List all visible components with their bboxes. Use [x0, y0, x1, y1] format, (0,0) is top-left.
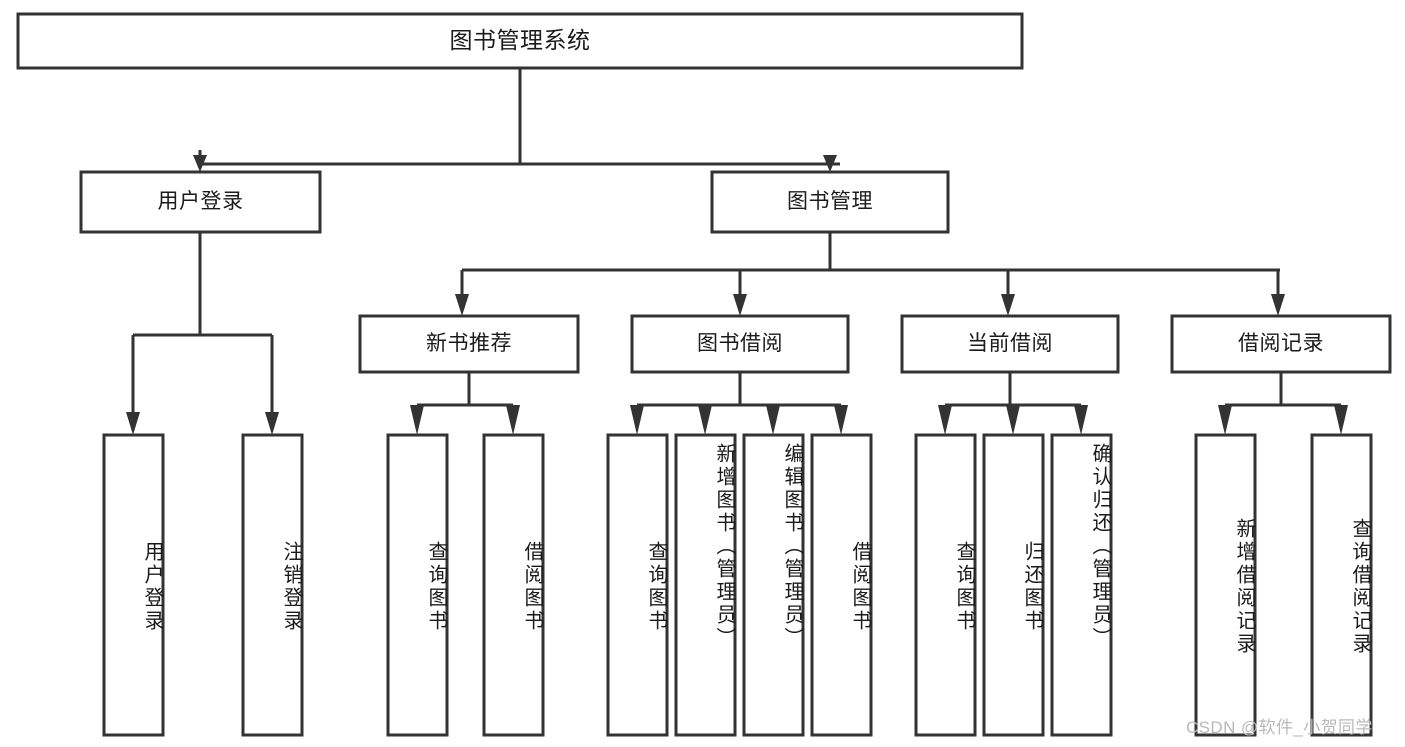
node-box-leaf-query-book-3: [914, 433, 977, 737]
node-root[interactable]: [18, 14, 1022, 68]
connector-layer: [126, 68, 1348, 435]
node-book-manage[interactable]: [712, 172, 948, 232]
node-borrow-record[interactable]: [1172, 316, 1390, 372]
node-box-leaf-user-login: [102, 433, 165, 737]
arrowhead-to-leaf-user-logout: [265, 412, 279, 435]
node-box-borrow-record: [1170, 314, 1392, 374]
arrowhead-to-leaf-edit-book: [766, 405, 780, 435]
node-new-book-recommend[interactable]: [360, 316, 578, 372]
node-box-new-book-recommend: [358, 314, 580, 374]
arrowhead-to-leaf-borrow-book-2: [834, 405, 848, 435]
node-leaf-query-record[interactable]: [1312, 435, 1371, 735]
node-leaf-user-logout[interactable]: [243, 435, 302, 735]
node-box-leaf-confirm-return: [1050, 433, 1113, 737]
arrowhead-to-book-borrow: [733, 294, 747, 316]
node-current-borrow[interactable]: [902, 316, 1118, 372]
node-leaf-borrow-book-1[interactable]: [484, 435, 543, 735]
arrowhead-to-leaf-user-login: [126, 412, 140, 435]
arrowhead-to-leaf-query-book-1: [410, 405, 424, 435]
node-box-current-borrow: [900, 314, 1120, 374]
arrowhead-to-leaf-borrow-book-1: [506, 405, 520, 435]
node-box-user-login: [79, 170, 322, 234]
arrowhead-to-leaf-return-book: [1006, 405, 1020, 435]
node-book-borrow[interactable]: [632, 316, 848, 372]
node-box-leaf-query-book-2: [606, 433, 669, 737]
arrowhead-to-leaf-add-record: [1218, 405, 1232, 435]
arrowhead-to-leaf-query-book-3: [938, 405, 952, 435]
node-leaf-user-login[interactable]: [104, 435, 163, 735]
arrowhead-root-to-user-login: [193, 155, 207, 172]
arrowhead-root-to-book-manage: [823, 155, 837, 172]
arrowhead-to-leaf-query-record: [1334, 405, 1348, 435]
node-leaf-query-book-2[interactable]: [608, 435, 667, 735]
arrowhead-to-current-borrow: [1001, 294, 1015, 316]
node-leaf-return-book[interactable]: [984, 435, 1043, 735]
node-box-leaf-user-logout: [241, 433, 304, 737]
node-leaf-confirm-return[interactable]: [1052, 435, 1111, 735]
node-box-leaf-return-book: [982, 433, 1045, 737]
node-box-leaf-query-book-1: [386, 433, 449, 737]
node-box-leaf-edit-book: [742, 433, 805, 737]
node-box-root: [16, 12, 1024, 70]
arrowhead-to-leaf-confirm-return: [1074, 405, 1088, 435]
node-box-leaf-borrow-book-1: [482, 433, 545, 737]
node-box-leaf-borrow-book-2: [810, 433, 873, 737]
node-box-leaf-add-record: [1194, 433, 1257, 737]
node-leaf-add-record[interactable]: [1196, 435, 1255, 735]
box-layer: [16, 12, 1392, 737]
node-leaf-edit-book[interactable]: [744, 435, 803, 735]
arrowhead-to-leaf-query-book-2: [630, 405, 644, 435]
arrowhead-to-new-book-recommend: [455, 294, 469, 316]
node-leaf-borrow-book-2[interactable]: [812, 435, 871, 735]
node-user-login[interactable]: [81, 172, 320, 232]
csdn-watermark: CSDN @软件_小贺同学: [1186, 718, 1373, 737]
node-box-book-manage: [710, 170, 950, 234]
arrowhead-to-leaf-add-book: [698, 405, 712, 435]
node-box-leaf-query-record: [1310, 433, 1373, 737]
node-leaf-query-book-1[interactable]: [388, 435, 447, 735]
node-leaf-add-book[interactable]: [676, 435, 735, 735]
node-box-leaf-add-book: [674, 433, 737, 737]
node-leaf-query-book-3[interactable]: [916, 435, 975, 735]
arrowhead-to-borrow-record: [1271, 294, 1285, 316]
node-box-book-borrow: [630, 314, 850, 374]
